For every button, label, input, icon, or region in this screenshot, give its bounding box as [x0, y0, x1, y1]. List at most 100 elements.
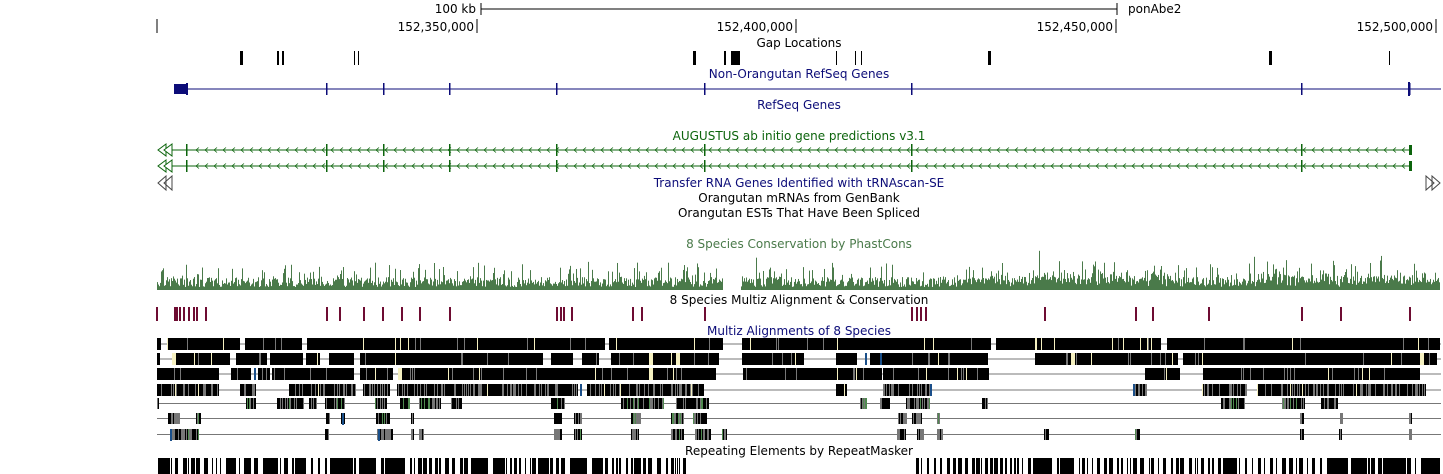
multiz-alignment-block — [258, 353, 259, 365]
phastcons-bar — [1401, 283, 1402, 290]
multiz-alignment-block — [1336, 353, 1337, 365]
augustus-strand-chevron — [1221, 147, 1226, 153]
multiz-alignment-block — [267, 368, 268, 380]
multiz-alignment-block — [1107, 353, 1108, 365]
phastcons-bar — [477, 277, 478, 290]
multiz-alignment-block — [1317, 368, 1318, 380]
multiz-alignment-block — [283, 368, 284, 380]
multiz-alignment-block — [742, 338, 743, 350]
multiz-alignment-block — [921, 338, 922, 350]
phastcons-bar — [1059, 261, 1060, 290]
phastcons-bar — [1392, 278, 1393, 290]
multiz-alignment-block — [555, 353, 556, 365]
multiz-alignment-block — [1350, 338, 1351, 350]
multiz-alignment-block — [1420, 338, 1421, 350]
phastcons-bar — [859, 285, 860, 290]
multiz-alignment-block — [624, 353, 625, 365]
multiz-alignment-block — [810, 368, 811, 380]
multiz-alignment-block — [1316, 368, 1317, 380]
multiz-alignment-block — [790, 338, 791, 350]
multiz-alignment-block — [277, 338, 278, 350]
multiz-alignment-block — [1278, 338, 1279, 350]
multiz-alignment-block — [694, 353, 695, 365]
multiz-alignment-block — [897, 338, 898, 350]
multiz-alignment-block — [752, 368, 753, 380]
phastcons-bar — [589, 283, 590, 290]
multiz-alignment-block — [284, 368, 285, 380]
multiz-alignment-block — [483, 353, 484, 365]
multiz-alignment-block — [593, 368, 594, 380]
multiz-alignment-block — [1186, 338, 1187, 350]
multiz-alignment-block — [614, 353, 615, 365]
multiz-alignment-block — [631, 338, 632, 350]
phastcons-bar — [1021, 278, 1022, 290]
multiz-alignment-block — [745, 353, 746, 365]
phastcons-bar — [853, 281, 854, 290]
multiz-alignment-block — [872, 338, 873, 350]
phastcons-bar — [298, 283, 299, 290]
phastcons-bar — [1338, 285, 1339, 290]
multiz-alignment-block — [438, 353, 439, 365]
phastcons-bar — [1228, 279, 1229, 290]
phastcons-bar — [668, 262, 669, 290]
multiz-alignment-block — [891, 338, 892, 350]
multiz-alignment-block — [275, 368, 276, 380]
multiz-alignment-block — [423, 368, 424, 380]
multiz-alignment-block — [1228, 338, 1229, 350]
phastcons-bar — [1363, 281, 1364, 290]
multiz-alignment-block — [1344, 368, 1345, 380]
multiz-alignment-block — [1328, 368, 1329, 380]
multiz-alignment-block — [782, 368, 783, 380]
multiz-alignment-block — [1305, 338, 1306, 350]
multiz-alignment-block — [1294, 338, 1295, 350]
gap-block — [277, 51, 279, 65]
phastcons-bar — [1155, 274, 1156, 290]
multiz-alignment-block — [909, 368, 910, 380]
multiz-alignment-block — [286, 368, 287, 380]
multiz-alignment-block — [1265, 353, 1266, 365]
phastcons-bar — [961, 285, 962, 290]
multiz-alignment-block — [227, 338, 228, 350]
phastcons-bar — [983, 278, 984, 290]
multiz-alignment-block — [861, 368, 862, 380]
multiz-alignment-block — [913, 353, 914, 365]
multiz-alignment-block — [284, 338, 285, 350]
phastcons-bar — [1037, 275, 1038, 290]
multiz-alignment-block — [1099, 338, 1100, 350]
multiz-alignment-block — [255, 353, 256, 365]
multiz-alignment-block — [445, 368, 446, 380]
multiz-alignment-block — [211, 338, 212, 350]
multiz-alignment-block — [921, 353, 922, 365]
multiz-alignment-block — [250, 368, 251, 380]
multiz-alignment-block — [1205, 353, 1206, 365]
multiz-alignment-block — [178, 338, 179, 350]
phastcons-bar — [507, 285, 508, 290]
multiz-alignment-block — [1228, 368, 1229, 380]
multiz-alignment-block — [441, 353, 442, 365]
phastcons-bar — [309, 279, 310, 290]
phastcons-bar — [837, 285, 838, 290]
multiz-alignment-block — [432, 368, 433, 380]
phastcons-bar — [951, 284, 952, 290]
multiz-alignment-block — [952, 368, 953, 380]
multiz-alignment-block — [1406, 368, 1407, 380]
multiz-alignment-block — [795, 353, 796, 365]
multiz-alignment-block — [1312, 368, 1313, 380]
multiz-conservation-tick — [911, 307, 913, 321]
multiz-alignment-block — [586, 338, 587, 350]
phastcons-bar — [332, 285, 333, 290]
multiz-alignment-block — [620, 338, 621, 350]
phastcons-bar — [280, 284, 281, 290]
phastcons-bar — [535, 279, 536, 290]
multiz-alignment-block — [690, 353, 691, 365]
multiz-alignment-block — [1328, 338, 1329, 350]
multiz-alignment-block — [1234, 353, 1235, 365]
multiz-alignment-block — [160, 338, 161, 350]
multiz-alignment-block — [359, 338, 360, 350]
multiz-alignment-block — [240, 368, 241, 380]
multiz-alignment-block — [661, 338, 662, 350]
phastcons-bar — [209, 277, 210, 290]
phastcons-bar — [1010, 286, 1011, 290]
